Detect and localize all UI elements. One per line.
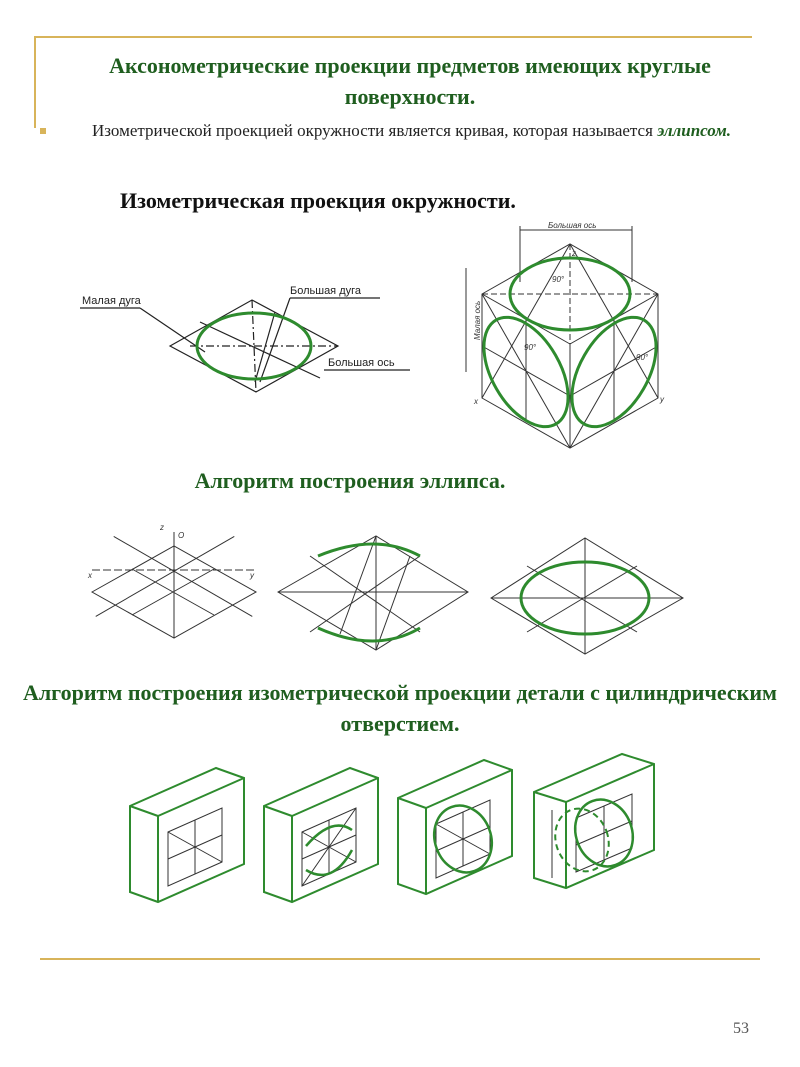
label-angle-left: 90° bbox=[524, 343, 537, 352]
ellipse-final bbox=[519, 560, 651, 636]
section-title-ellipse-algorithm: Алгоритм построения эллипса. bbox=[194, 468, 506, 493]
label-step1-o: O bbox=[178, 531, 184, 540]
figure-ellipse-in-rhombus: Малая дуга Большая дуга Большая ось bbox=[80, 285, 410, 393]
ellipse-right bbox=[570, 315, 658, 429]
section-title-part-algorithm: Алгоритм построения изометрической проек… bbox=[22, 680, 778, 736]
figure-isometric-cube: Большая ось Малая ось 90° 90° 90° z x y bbox=[465, 221, 665, 449]
label-angle-right: 90° bbox=[636, 353, 649, 362]
label-angle-top: 90° bbox=[552, 275, 565, 284]
ellipse-left bbox=[482, 315, 570, 429]
figure-ellipse-step-1: x y z O bbox=[87, 523, 258, 639]
label-big-axis: Большая ось bbox=[328, 357, 395, 369]
label-y: y bbox=[659, 395, 665, 404]
frame-top-line bbox=[34, 36, 752, 38]
label-x: x bbox=[473, 397, 479, 406]
label-cube-small-axis: Малая ось bbox=[473, 301, 482, 340]
figure-part-step-2 bbox=[263, 766, 379, 904]
figure-ellipse-step-3 bbox=[490, 537, 684, 655]
label-big-arc: Большая дуга bbox=[290, 285, 362, 297]
bullet-icon bbox=[40, 128, 46, 134]
figure-part-step-1 bbox=[129, 766, 245, 904]
figure-part-step-3 bbox=[397, 758, 513, 896]
label-step1-y: y bbox=[249, 571, 255, 580]
bullet-body: Изометрической проекцией окружности явля… bbox=[92, 121, 658, 140]
page-number: 53 bbox=[733, 1020, 749, 1037]
label-z: z bbox=[571, 249, 576, 258]
frame-left-line bbox=[34, 36, 36, 128]
ellipse-top bbox=[508, 256, 632, 332]
bullet-text: Изометрической проекцией окружности явля… bbox=[92, 120, 732, 142]
label-step1-x: x bbox=[87, 571, 93, 580]
label-small-arc: Малая дуга bbox=[82, 295, 142, 307]
label-cube-big-axis: Большая ось bbox=[548, 221, 596, 230]
figure-ellipse-step-2 bbox=[277, 535, 469, 651]
bullet-emphasis: эллипсом. bbox=[657, 121, 732, 140]
figure-part-step-4 bbox=[533, 752, 655, 890]
label-step1-z: z bbox=[159, 523, 164, 532]
frame-bottom-line bbox=[40, 958, 760, 960]
page-title: Аксонометрические проекции предметов име… bbox=[109, 53, 711, 109]
ellipse-shape bbox=[195, 311, 313, 381]
section-title-isometric-circle: Изометрическая проекция окружности. bbox=[120, 188, 516, 213]
